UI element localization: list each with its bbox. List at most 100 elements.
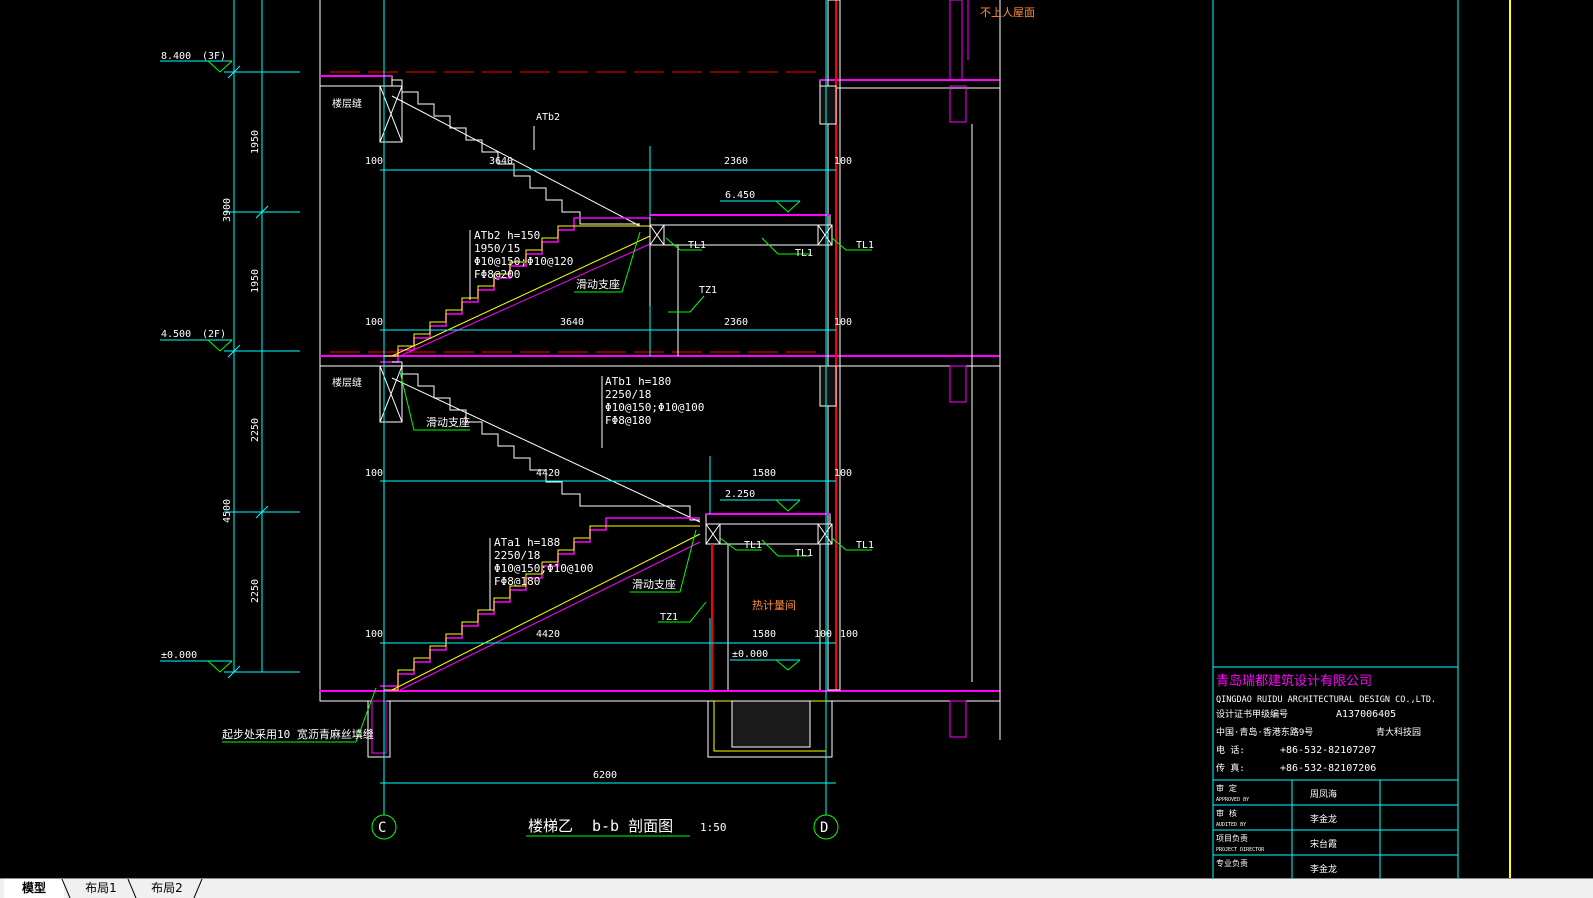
beam-labels-lower (658, 537, 872, 623)
roof-note: 不上人屋面 (980, 6, 1035, 19)
drawing-title-name: 楼梯乙 (528, 817, 573, 835)
row-3-name: 李金龙 (1310, 863, 1337, 875)
beam-labels-upper (665, 237, 872, 313)
stair-id-upper: ATb2 (536, 112, 560, 123)
hdim-lower-bot-4: 100 (840, 629, 858, 640)
row-2-en: PROJECT DIRECTOR (1216, 847, 1265, 853)
drawing-title-section: b-b 剖面图 (592, 817, 673, 835)
vdim-4500: 4500 (222, 499, 233, 523)
spec-upper-1: 1950/15 (474, 242, 520, 255)
spec-upper: ATb2 h=150 1950/15 Φ10@150;Φ10@120 FΦ8@2… (469, 229, 573, 300)
tl-lower-1: TL1 (795, 548, 813, 559)
vertical-dimension-chain (224, 0, 321, 690)
title-block-frame (1212, 0, 1511, 878)
spec-lower: ATa1 h=188 2250/18 Φ10@150;Φ10@100 FΦ8@1… (489, 536, 593, 610)
elevation-2f-floor: (2F) (202, 329, 226, 340)
address-2: 青大科技园 (1376, 726, 1421, 738)
hdim-lower-top-3: 100 (834, 468, 852, 479)
vdim-3900: 3900 (222, 198, 233, 222)
spec-upper-0: ATb2 h=150 (474, 229, 540, 242)
row-1-name: 李金龙 (1310, 813, 1337, 825)
drawing-title-scale: 1:50 (700, 821, 727, 834)
row-1-cn: 审 核 (1216, 808, 1237, 818)
sliding-support-mid: 滑动支座 (399, 371, 470, 431)
hdim-lower-top-0: 100 (365, 468, 383, 479)
support-mid-label: 滑动支座 (426, 415, 470, 429)
axis-d-label: D (820, 820, 828, 836)
landing-elevation-lower-text: 2.250 (725, 489, 755, 500)
axis-bubble-c: C (371, 790, 397, 840)
elevation-3f-text: 8.400 (161, 51, 191, 62)
floor-slabs (319, 71, 1001, 702)
cert-label: 设计证书甲级编号 (1216, 708, 1288, 720)
vdim-1950-a: 1950 (250, 130, 261, 154)
elevation-2f-text: 4.500 (161, 329, 191, 340)
axis-bubble-d: D (813, 790, 839, 840)
elevation-marker-3f: 8.400 (3F) (160, 51, 233, 73)
spec-upper-3: FΦ8@200 (474, 268, 520, 281)
left-joint-blocks: 楼层缝 楼层缝 (332, 85, 403, 423)
overall-dimension: 6200 (593, 770, 617, 781)
landing-upper (649, 214, 833, 356)
right-wall: 不上人屋面 (819, 0, 1035, 740)
support-lower-label: 滑动支座 (632, 577, 676, 591)
tz-upper: TZ1 (699, 285, 717, 296)
stair-flight-lower-ascending (380, 517, 701, 691)
tl-upper-1: TL1 (795, 248, 813, 259)
hdim-upper-top-2: 2360 (724, 156, 748, 167)
fax-label: 传 真: (1216, 762, 1245, 774)
tz-lower: TZ1 (660, 612, 678, 623)
company-name-en: QINGDAO RUIDU ARCHITECTURAL DESIGN CO.,L… (1216, 695, 1436, 705)
tab-separator-icon (193, 879, 203, 898)
landing-elevation-upper: 6.450 (720, 190, 801, 213)
foundations (367, 700, 833, 758)
hdim-upper-bot-1: 3640 (560, 317, 584, 328)
spec-lower-2: Φ10@150;Φ10@100 (494, 562, 593, 575)
row-0-name: 周凤海 (1310, 788, 1337, 800)
company-name-cn: 青岛瑞都建筑设计有限公司 (1216, 673, 1372, 689)
hdim-lower-bot-2: 1580 (752, 629, 776, 640)
note-joint-filling: 起步处采用10 宽沥青麻丝填缝 (222, 727, 374, 741)
stair-flight-upper-descending (391, 79, 641, 227)
address: 中国·青岛·香港东路9号 (1216, 726, 1313, 738)
tel-number: +86-532-82107207 (1280, 745, 1376, 756)
ground-elevation-room-text: ±0.000 (732, 649, 768, 660)
spec-lower-3: FΦ8@180 (494, 575, 540, 588)
elevation-3f-floor: (3F) (202, 51, 226, 62)
hdim-upper-bot-3: 100 (834, 317, 852, 328)
row-2-name: 宋台霞 (1310, 838, 1337, 850)
row-0-en: APPROVED BY (1216, 797, 1249, 803)
joint-label-upper: 楼层缝 (332, 97, 362, 110)
spec-lower-0: ATa1 h=188 (494, 536, 560, 549)
layout-tab-bar: 模型 布局1 布局2 (0, 878, 1593, 898)
tab-layout-1[interactable]: 布局1 (85, 881, 117, 895)
hdim-lower-bot-1: 4420 (536, 629, 560, 640)
spec-mid-3: FΦ8@180 (605, 414, 651, 427)
tab-layout-2[interactable]: 布局2 (151, 881, 183, 895)
vdim-2250-b: 2250 (250, 579, 261, 603)
horizontal-dimension-lines (380, 0, 836, 800)
elevation-ground-text: ±0.000 (161, 650, 197, 661)
sliding-support-upper: 滑动支座 (574, 231, 641, 293)
spec-mid-2: Φ10@150;Φ10@100 (605, 401, 704, 414)
landing-lower (705, 513, 833, 690)
vdim-2250-a: 2250 (250, 418, 261, 442)
tl-lower-0: TL1 (744, 540, 762, 551)
hdim-upper-top-1: 3640 (489, 156, 513, 167)
elevation-marker-ground: ±0.000 (160, 650, 233, 673)
tl-lower-2: TL1 (856, 540, 874, 551)
hdim-lower-bot-3: 100 (814, 629, 832, 640)
row-1-en: AUDITED BY (1216, 822, 1246, 828)
hdim-upper-top-3: 100 (834, 156, 852, 167)
spec-middle: ATb1 h=180 2250/18 Φ10@150;Φ10@100 FΦ8@1… (601, 375, 704, 448)
row-2-cn: 项目负责 (1216, 833, 1248, 843)
hdim-lower-top-1: 4420 (536, 468, 560, 479)
vdim-1950-b: 1950 (250, 269, 261, 293)
tl-upper-2: TL1 (856, 240, 874, 251)
title-block-signatures: 审 定 APPROVED BY 周凤海 审 核 AUDITED BY 李金龙 项… (1216, 783, 1337, 875)
tab-model[interactable]: 模型 (4, 879, 64, 898)
spec-mid-0: ATb1 h=180 (605, 375, 671, 388)
cad-model-space[interactable]: 8.400 (3F) 4.500 (2F) ±0.000 1950 3900 1… (0, 0, 1593, 878)
hdim-upper-bot-0: 100 (365, 317, 383, 328)
tl-upper-0: TL1 (688, 240, 706, 251)
